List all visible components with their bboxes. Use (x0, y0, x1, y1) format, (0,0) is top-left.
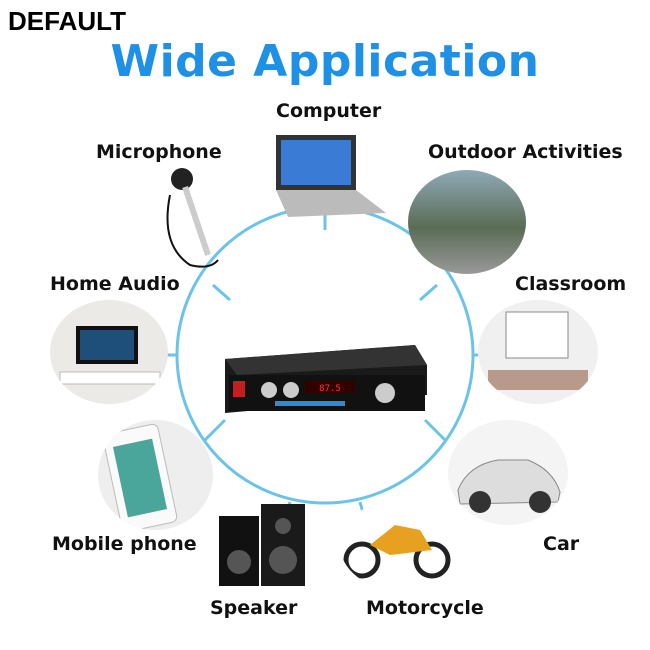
label-computer: Computer (276, 100, 382, 122)
label-classroom: Classroom (515, 273, 627, 295)
label-microphone: Microphone (96, 141, 222, 163)
watermark: DEFAULT (8, 6, 126, 36)
classroom-image (478, 300, 598, 404)
label-motorcycle: Motorcycle (366, 597, 484, 619)
label-car: Car (543, 533, 580, 555)
car-image (448, 420, 568, 525)
amplifier-image: 87.5 (215, 335, 427, 415)
label-outdoor-activities: Outdoor Activities (428, 141, 623, 163)
motorcycle-image (340, 500, 458, 590)
mobile-phone-image (98, 420, 213, 530)
label-mobile-phone: Mobile phone (52, 533, 197, 555)
speaker-image (215, 500, 310, 588)
home-audio-image (50, 300, 168, 404)
label-home-audio: Home Audio (50, 273, 180, 295)
label-speaker: Speaker (210, 597, 298, 619)
svg-text:87.5: 87.5 (319, 384, 341, 394)
microphone-image (160, 165, 230, 270)
computer-image (268, 135, 386, 223)
page-title: Wide Application (110, 36, 540, 87)
outdoor-activities-image (408, 170, 526, 274)
